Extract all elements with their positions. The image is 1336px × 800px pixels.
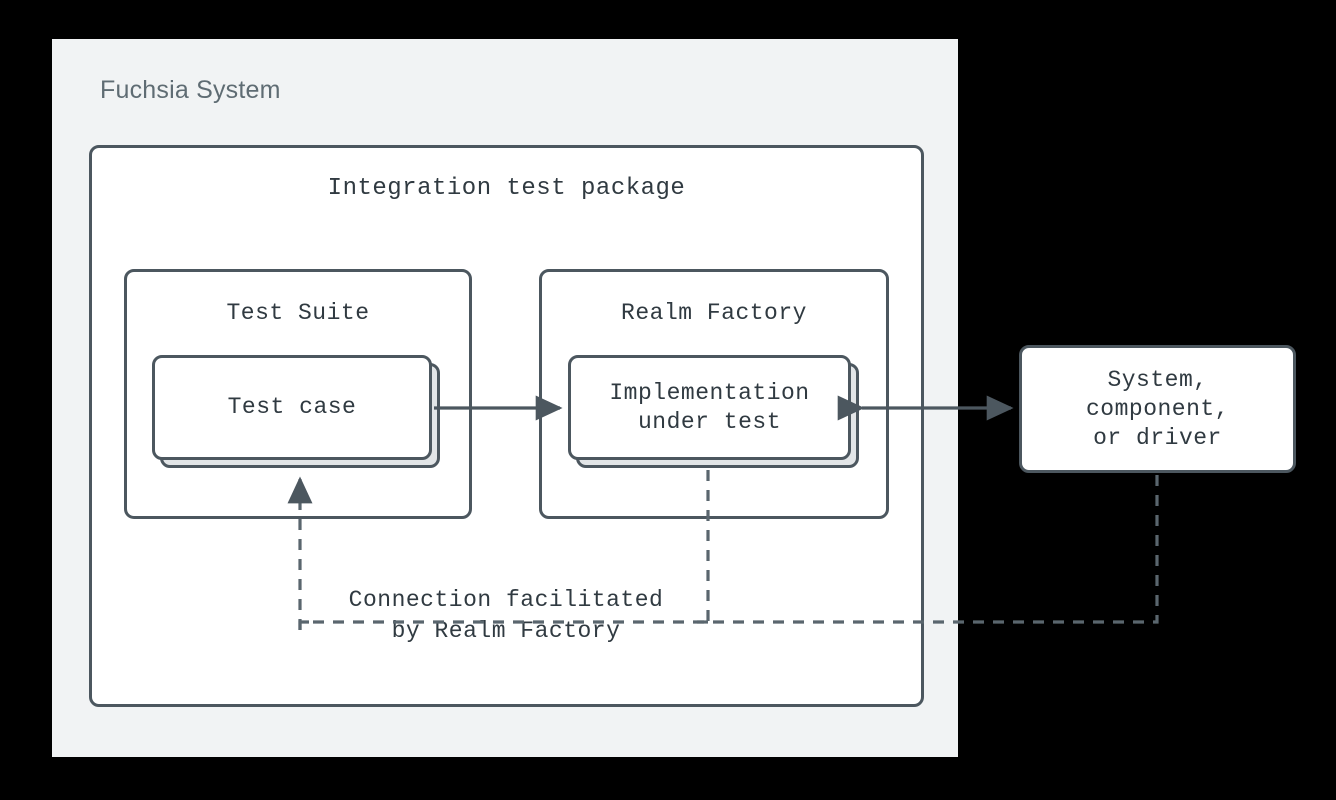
test-case-card-front: Test case	[152, 355, 432, 460]
system-component-driver-box: System, component, or driver	[1019, 345, 1296, 473]
implementation-under-test-card-front: Implementation under test	[568, 355, 851, 460]
system-component-driver-label: System, component, or driver	[1085, 366, 1230, 451]
test-case-card-label: Test case	[227, 394, 357, 420]
implementation-under-test-card-stack: Implementation under test	[568, 355, 859, 468]
fuchsia-system-title: Fuchsia System	[100, 76, 281, 104]
test-case-card-stack: Test case	[152, 355, 440, 468]
realm-factory-title: Realm Factory	[621, 300, 807, 326]
connection-caption: Connection facilitated by Realm Factory	[348, 587, 664, 644]
integration-test-package-title: Integration test package	[327, 175, 686, 202]
implementation-under-test-card-label: Implementation under test	[609, 379, 810, 435]
test-suite-title: Test Suite	[226, 300, 370, 326]
